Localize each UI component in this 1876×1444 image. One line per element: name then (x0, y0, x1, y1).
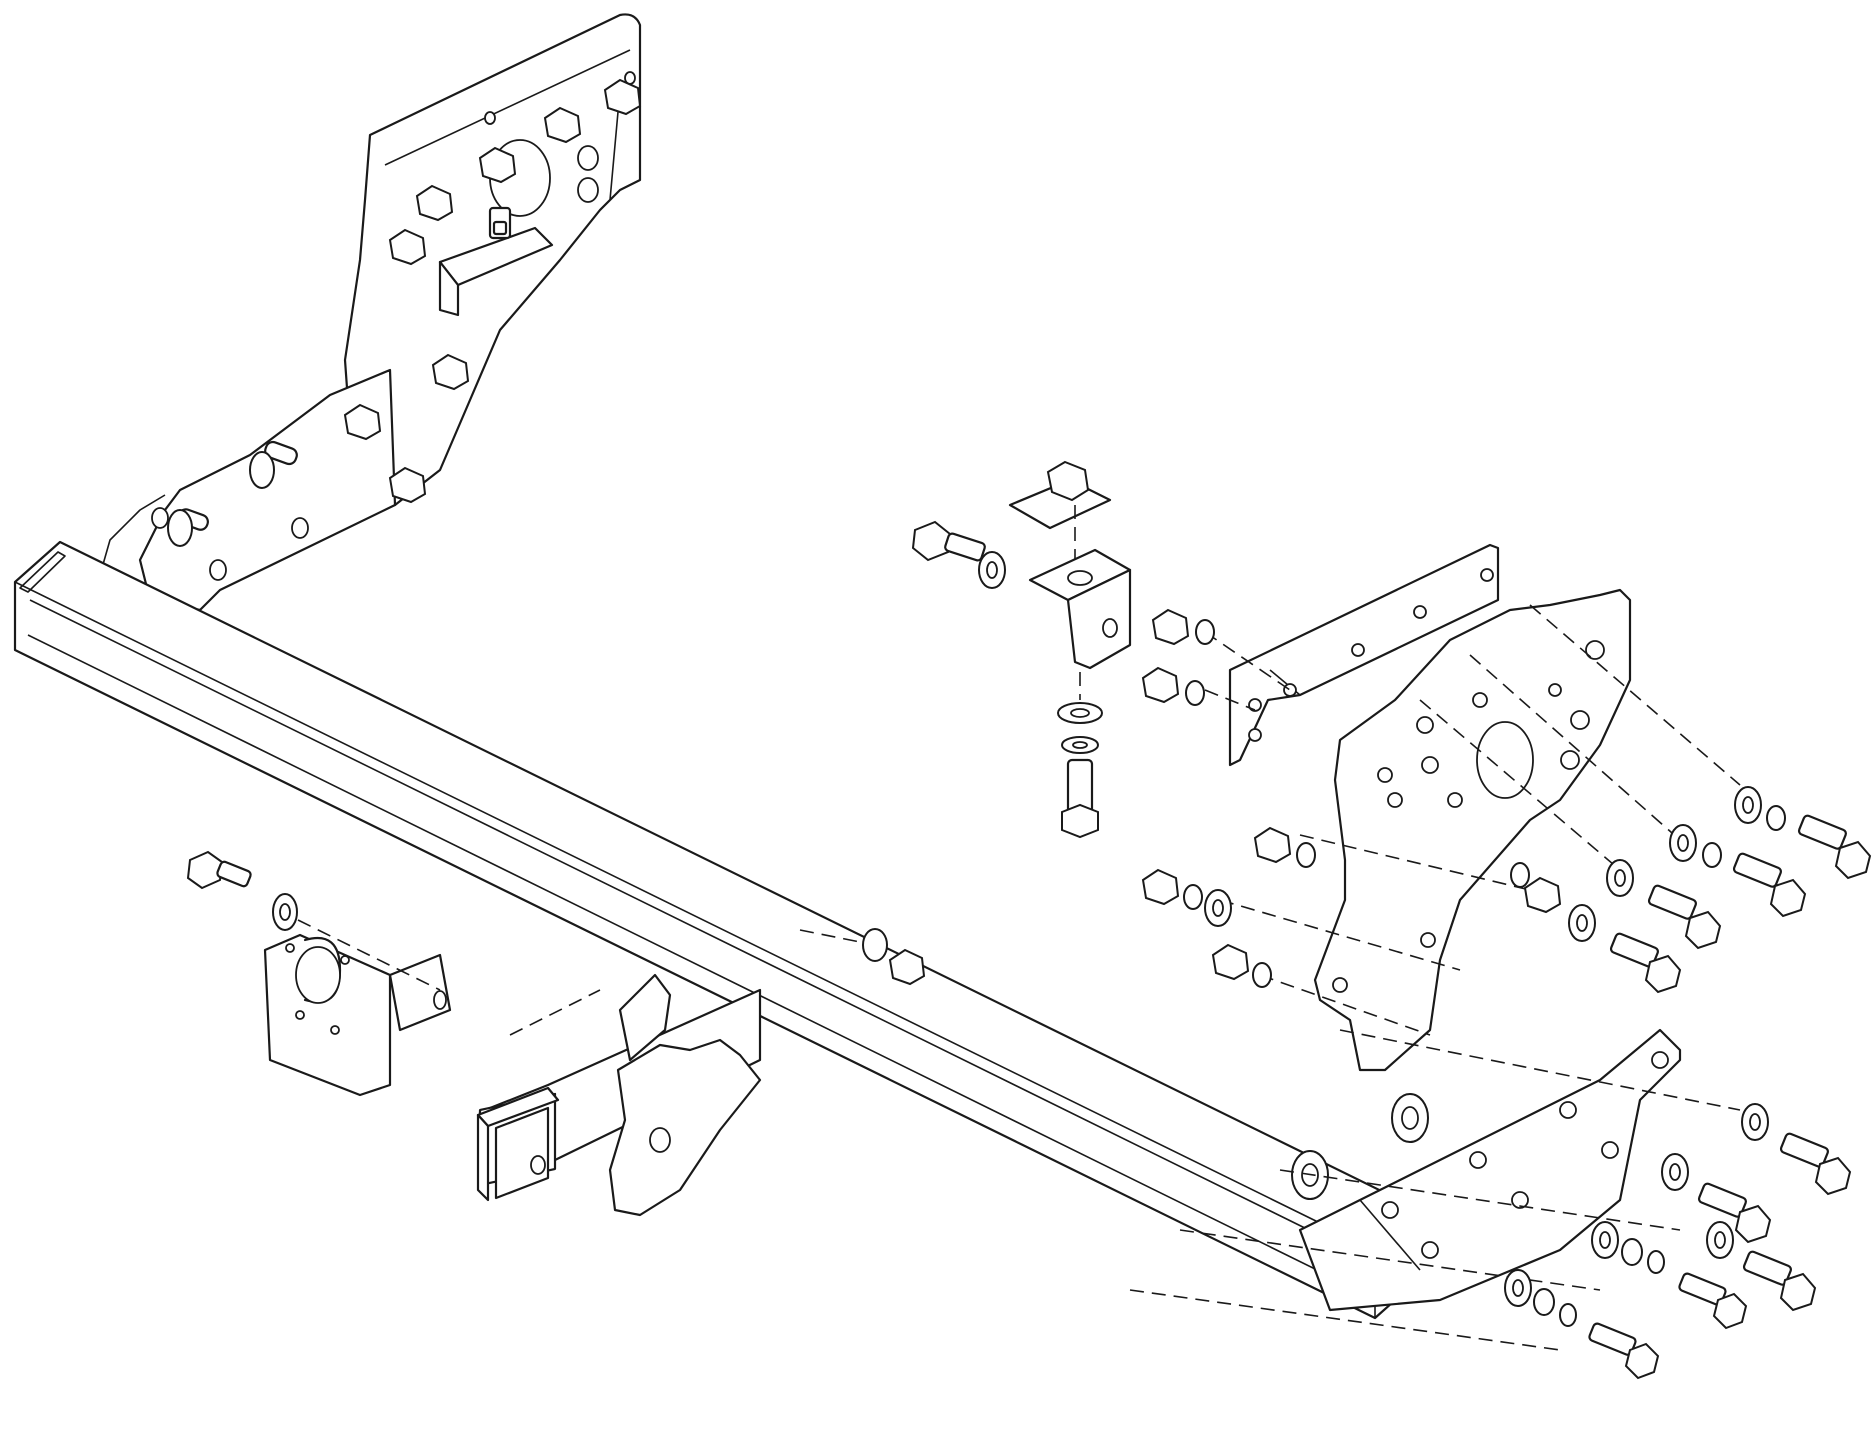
washer-icon (1702, 842, 1722, 868)
washer-icon (1061, 736, 1099, 754)
washer-icon (1195, 619, 1215, 645)
bolt-icon (1609, 932, 1682, 994)
washer-icon (1591, 1221, 1619, 1259)
washer-icon (1661, 1153, 1689, 1191)
washer-icon (1533, 1288, 1555, 1316)
nut-icon (343, 403, 382, 441)
right-fastener-set (1141, 608, 1872, 1380)
center-angle-bracket (911, 460, 1132, 839)
nut-icon (388, 466, 427, 504)
bolt-icon (1647, 884, 1722, 950)
bolt-icon (1588, 1322, 1660, 1380)
nut-icon (388, 228, 427, 266)
washer-icon (1621, 1238, 1643, 1266)
nut-icon (1046, 460, 1090, 502)
washer-icon (1504, 1269, 1532, 1307)
nut-icon (1141, 868, 1180, 906)
main-crossbar (13, 540, 1422, 1320)
center-fasteners (799, 928, 926, 986)
bolt-icon (1797, 814, 1872, 880)
left-mounting-bracket (99, 13, 642, 612)
washer-icon (1296, 842, 1316, 868)
washer-icon (1766, 805, 1786, 831)
nut-icon (888, 948, 926, 986)
washer-icon (1606, 859, 1634, 897)
nut-icon (478, 146, 517, 184)
bolt-icon (186, 850, 252, 890)
spacer-icon (1391, 1093, 1429, 1143)
washer-icon (1510, 862, 1530, 888)
washer-icon (862, 928, 888, 962)
bolt-icon (1742, 1250, 1817, 1312)
nut-icon (1253, 826, 1292, 864)
alignment-lines (1129, 604, 1741, 1351)
washer-icon (1185, 680, 1205, 706)
receiver-hitch (476, 973, 762, 1217)
bolt-icon (1061, 758, 1099, 839)
washer-icon (1741, 1103, 1769, 1141)
nut-icon (543, 106, 582, 144)
bolt-icon (1678, 1272, 1748, 1330)
washer-icon (1559, 1303, 1577, 1327)
nut-icon (603, 78, 642, 116)
nut-icon (1141, 666, 1180, 704)
washer-icon (1204, 889, 1232, 927)
washer-icon (1647, 1250, 1665, 1274)
washer-icon (1057, 702, 1103, 724)
nut-icon (1211, 943, 1250, 981)
washer-icon (1734, 786, 1762, 824)
left-bracket-nuts (343, 78, 642, 504)
nut-icon (431, 353, 470, 391)
washer-icon (1669, 824, 1697, 862)
washer-icon (272, 893, 298, 931)
washer-icon (1706, 1221, 1734, 1259)
right-mounting-bracket (1228, 543, 1682, 1312)
washer-icon (1183, 884, 1203, 910)
washer-icon (1252, 962, 1272, 988)
washer-icon (1568, 904, 1596, 942)
nut-icon (415, 184, 454, 222)
bolt-icon (1779, 1132, 1852, 1196)
bolt-icon (1697, 1182, 1772, 1244)
bolt-icon (1732, 852, 1807, 918)
nut-icon (1523, 876, 1562, 914)
washer-icon (978, 551, 1006, 589)
nut-icon (1151, 608, 1190, 646)
socket-mounting-plate (186, 850, 601, 1097)
bolt-icon (911, 520, 986, 562)
